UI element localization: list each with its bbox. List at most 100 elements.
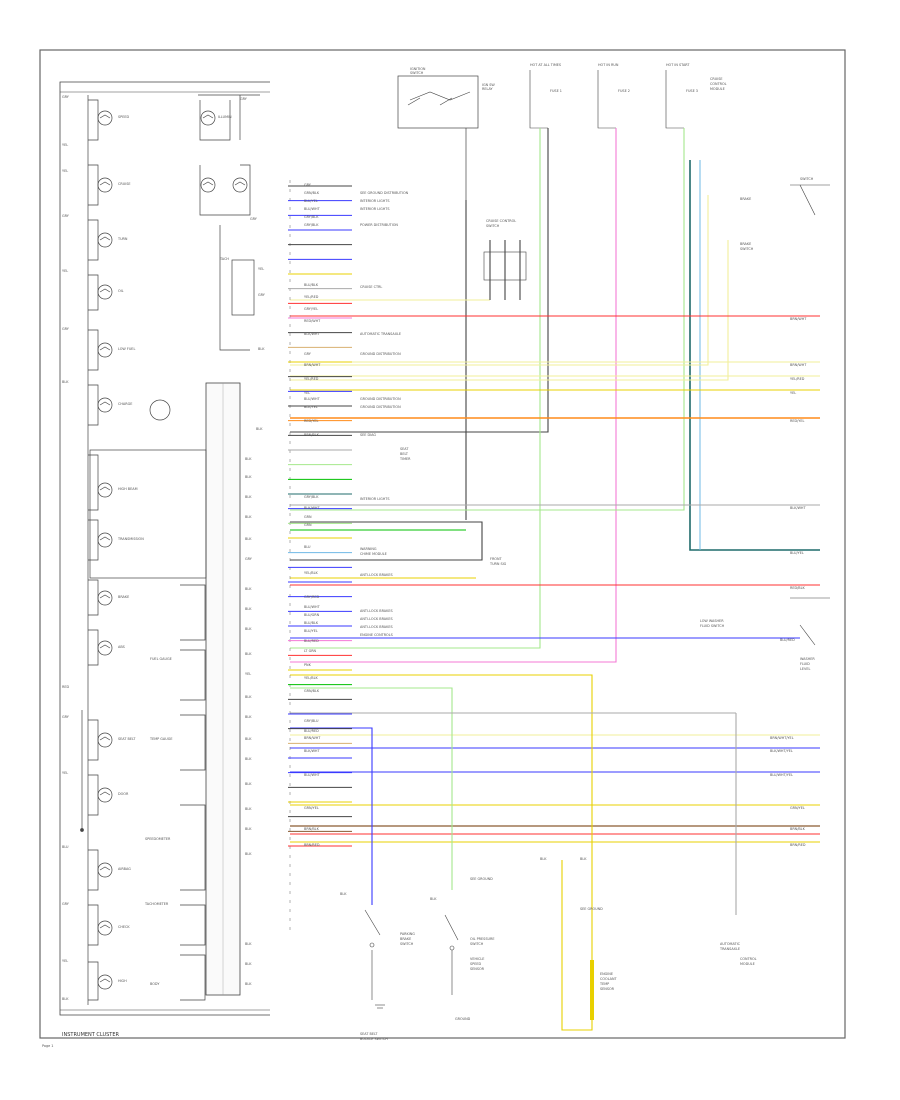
svg-text:TURN SIG: TURN SIG	[489, 562, 507, 566]
bulb-icon	[97, 284, 113, 300]
svg-text:BRAKE: BRAKE	[118, 595, 129, 599]
bulb-icon	[97, 974, 113, 990]
svg-text:BRN/WHT: BRN/WHT	[304, 363, 321, 367]
svg-text:BUCKLE SWITCH: BUCKLE SWITCH	[360, 1037, 388, 1041]
fuse-label: FUSE 3	[686, 89, 698, 93]
indicator-bulbs-left	[87, 95, 113, 1005]
ground-label: GROUND	[455, 1017, 471, 1021]
svg-text:SPEED: SPEED	[118, 115, 129, 119]
svg-text:YEL: YEL	[62, 959, 68, 963]
svg-text:BRN/RED: BRN/RED	[304, 843, 320, 847]
svg-text:BLK: BLK	[245, 757, 252, 761]
svg-text:ANTI-LOCK BRAKES: ANTI-LOCK BRAKES	[360, 625, 393, 629]
svg-text:YEL/BLK: YEL/BLK	[304, 571, 318, 575]
svg-text:BLK: BLK	[245, 982, 252, 986]
svg-text:CHECK: CHECK	[118, 925, 130, 929]
svg-text:BLU/RED: BLU/RED	[780, 638, 795, 642]
bulb-icon	[97, 232, 113, 248]
svg-text:YEL: YEL	[62, 771, 68, 775]
svg-text:GROUND DISTRIBUTION: GROUND DISTRIBUTION	[360, 352, 401, 356]
svg-text:BLK/WHT/YEL: BLK/WHT/YEL	[770, 749, 793, 753]
svg-text:GRY: GRY	[240, 97, 248, 101]
indicator-bulbs-upper	[149, 94, 260, 421]
svg-text:LEVEL: LEVEL	[800, 667, 810, 671]
svg-text:BLK: BLK	[245, 587, 252, 591]
svg-text:SPEED: SPEED	[470, 962, 481, 966]
bulb-icon	[97, 640, 113, 656]
svg-text:GRY: GRY	[62, 95, 70, 99]
svg-text:TIMER: TIMER	[399, 457, 411, 461]
svg-text:BLK: BLK	[245, 652, 252, 656]
svg-text:SEE GROUND: SEE GROUND	[580, 907, 603, 911]
hot-feed-label: HOT IN START	[666, 63, 690, 67]
svg-text:GRN: GRN	[304, 515, 312, 519]
svg-text:YEL: YEL	[62, 143, 68, 147]
svg-text:CHIME MODULE: CHIME MODULE	[360, 552, 387, 556]
svg-text:BLK: BLK	[245, 537, 252, 541]
svg-text:SWITCH: SWITCH	[470, 942, 484, 946]
svg-text:RED/WHT: RED/WHT	[304, 319, 321, 323]
svg-text:YEL/RED: YEL/RED	[304, 295, 319, 299]
svg-text:BLK: BLK	[256, 427, 263, 431]
svg-text:CONTROL: CONTROL	[740, 957, 757, 961]
svg-text:GRY: GRY	[258, 293, 266, 297]
fuse-label: FUSE 2	[618, 89, 630, 93]
svg-text:SEE GROUND DISTRIBUTION: SEE GROUND DISTRIBUTION	[360, 191, 409, 195]
svg-text:GRY: GRY	[62, 715, 70, 719]
svg-text:BLK: BLK	[245, 852, 252, 856]
svg-text:YEL: YEL	[62, 169, 68, 173]
svg-text:GRY/BLK: GRY/BLK	[304, 215, 319, 219]
svg-text:GRY/BLK: GRY/BLK	[304, 495, 319, 499]
svg-text:TEMP GAUGE: TEMP GAUGE	[149, 737, 172, 741]
harness-stubs	[288, 185, 352, 847]
svg-text:BLK: BLK	[245, 782, 252, 786]
svg-text:BRN/BLK: BRN/BLK	[304, 433, 320, 437]
svg-text:BLU: BLU	[62, 845, 69, 849]
svg-text:BRN/WHT: BRN/WHT	[304, 736, 321, 740]
bulb-icon	[97, 110, 113, 126]
svg-text:BLU/WHT: BLU/WHT	[304, 397, 321, 401]
svg-text:LT GRN: LT GRN	[304, 649, 317, 653]
svg-text:IGNITION: IGNITION	[410, 67, 426, 71]
svg-text:ABS: ABS	[118, 645, 125, 649]
svg-text:IGN SW: IGN SW	[482, 83, 495, 87]
cluster-connector	[205, 382, 241, 996]
diagram-border	[39, 49, 846, 1039]
svg-text:GRY/BLK: GRY/BLK	[304, 223, 319, 227]
svg-text:BLU/WHT: BLU/WHT	[304, 773, 321, 777]
svg-text:GROUND DISTRIBUTION: GROUND DISTRIBUTION	[360, 397, 401, 401]
svg-text:BLU: BLU	[304, 545, 311, 549]
svg-text:INTERIOR LIGHTS: INTERIOR LIGHTS	[360, 207, 390, 211]
svg-text:BLK: BLK	[258, 347, 265, 351]
svg-text:BLK/YEL: BLK/YEL	[304, 405, 318, 409]
svg-text:GRY: GRY	[62, 214, 70, 218]
bulb-icon	[97, 342, 113, 358]
svg-text:BLU/YEL: BLU/YEL	[790, 551, 804, 555]
svg-text:GRY: GRY	[245, 557, 253, 561]
svg-text:GRN/YEL: GRN/YEL	[304, 806, 319, 810]
svg-text:BLK: BLK	[245, 962, 252, 966]
svg-text:TRANSMISSION: TRANSMISSION	[117, 537, 144, 541]
svg-text:INTERIOR LIGHTS: INTERIOR LIGHTS	[360, 199, 390, 203]
svg-text:SWITCH: SWITCH	[800, 177, 814, 181]
harness	[289, 180, 820, 1031]
switch-icon	[407, 97, 453, 106]
svg-text:SWITCH: SWITCH	[740, 247, 754, 251]
svg-text:RED/YEL: RED/YEL	[304, 419, 318, 423]
svg-text:BLU/GRN: BLU/GRN	[304, 613, 320, 617]
svg-text:YEL: YEL	[245, 672, 251, 676]
svg-text:SEAT BELT: SEAT BELT	[118, 737, 136, 741]
svg-text:AIRBAG: AIRBAG	[118, 867, 131, 871]
svg-text:CRUISE: CRUISE	[710, 77, 723, 81]
svg-text:SEE GROUND: SEE GROUND	[470, 877, 493, 881]
svg-text:GROUND DISTRIBUTION: GROUND DISTRIBUTION	[360, 405, 401, 409]
svg-text:SENSOR: SENSOR	[600, 987, 615, 991]
svg-text:BLK: BLK	[245, 475, 252, 479]
svg-text:PARKING: PARKING	[400, 932, 415, 936]
svg-text:ANTI-LOCK BRAKES: ANTI-LOCK BRAKES	[360, 573, 393, 577]
svg-text:TRANSAXLE: TRANSAXLE	[719, 947, 740, 951]
